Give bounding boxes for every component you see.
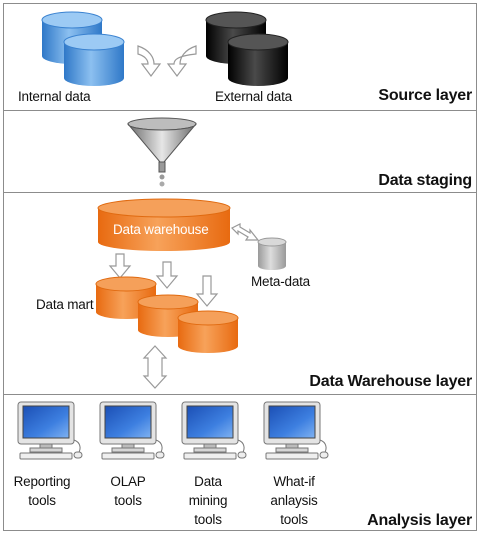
divider-warehouse: [3, 394, 477, 395]
source-layer-title: Source layer: [378, 87, 472, 104]
tool-label-olap: OLAP tools: [110, 474, 146, 508]
external-data-db-icon: [205, 11, 289, 86]
tool-label-reporting: Reporting tools: [13, 474, 71, 508]
computer-icon: [99, 401, 165, 460]
internal-data-db-icon: [41, 11, 125, 86]
computer-icon: [263, 401, 329, 460]
vertical-double-arrow-icon: [142, 345, 168, 389]
internal-data-label: Internal data: [18, 89, 91, 104]
meta-link-arrow-icon: [230, 223, 260, 241]
meta-data-label: Meta-data: [251, 274, 310, 289]
data-mart-label: Data mart: [36, 297, 94, 312]
divider-source: [3, 110, 477, 111]
meta-data-db-icon: [257, 237, 287, 270]
tool-label-data-mining: Data mining tools: [188, 474, 228, 527]
diagram-frame: [3, 3, 477, 531]
merge-arrows-icon: [137, 45, 197, 77]
external-data-label: External data: [215, 89, 292, 104]
data-warehouse-label: Data warehouse: [113, 222, 209, 237]
divider-staging: [3, 192, 477, 193]
computer-icon: [17, 401, 83, 460]
data-mart-db-icon: [95, 276, 239, 353]
warehouse-layer-title: Data Warehouse layer: [309, 373, 472, 390]
analysis-layer-title: Analysis layer: [367, 512, 472, 529]
staging-layer-title: Data staging: [378, 172, 472, 189]
funnel-icon: [127, 117, 197, 187]
data-warehouse-db-icon: [97, 198, 231, 251]
down-arrows-icon: [108, 253, 219, 307]
tool-label-what-if: What-if anlaysis tools: [270, 474, 318, 527]
computer-icon: [181, 401, 247, 460]
